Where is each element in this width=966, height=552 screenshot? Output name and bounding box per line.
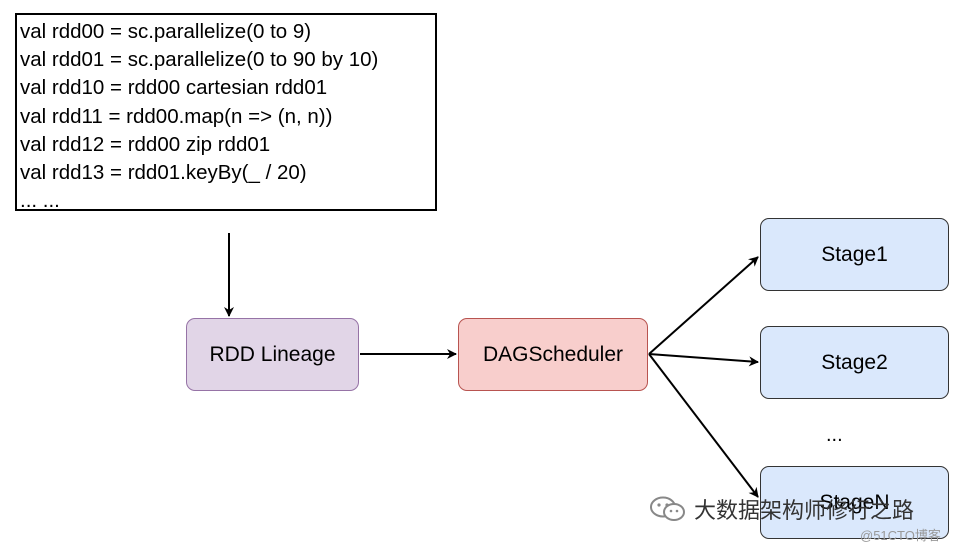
watermark: 大数据架构师修行之路 <box>648 493 914 525</box>
stage1-node: Stage1 <box>760 218 949 291</box>
watermark-sub: @51CTO博客 <box>860 528 941 543</box>
code-line: val rdd11 = rdd00.map(n => (n, n)) <box>20 104 333 128</box>
code-line: ... ... <box>20 189 60 213</box>
stage-ellipsis: ... <box>826 424 843 446</box>
arrow-dag-to-stageN <box>648 353 759 498</box>
watermark-text: 大数据架构师修行之路 <box>694 498 915 523</box>
wechat-icon <box>650 496 685 521</box>
code-line: val rdd13 = rdd01.keyBy(_ / 20) <box>20 161 307 185</box>
dagscheduler-node: DAGScheduler <box>458 318 648 391</box>
code-line: val rdd10 = rdd00 cartesian rdd01 <box>20 76 328 100</box>
code-line: val rdd12 = rdd00 zip rdd01 <box>20 132 271 156</box>
stagen-node: StageN <box>760 466 949 539</box>
code-line: val rdd01 = sc.parallelize(0 to 90 by 10… <box>20 48 379 72</box>
rdd-lineage-node: RDD Lineage <box>186 318 359 391</box>
arrow-dag-to-stage1 <box>648 256 759 355</box>
stage2-node: Stage2 <box>760 326 949 399</box>
code-line: val rdd00 = sc.parallelize(0 to 9) <box>20 20 312 43</box>
code-box: val rdd00 = sc.parallelize(0 to 9) val r… <box>15 13 437 212</box>
arrow-dag-to-stage2 <box>648 353 759 367</box>
